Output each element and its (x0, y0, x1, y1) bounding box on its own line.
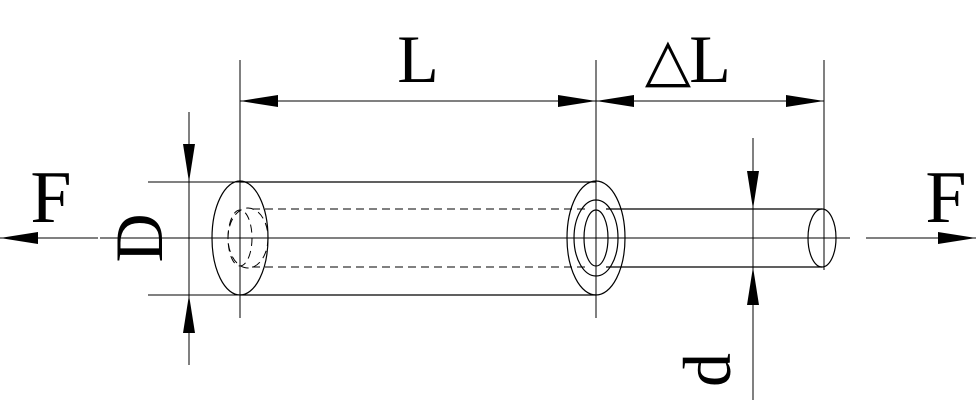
elongation-arrow-left (596, 95, 634, 107)
original-diameter-arrow-top (183, 144, 195, 182)
length-arrow-right (558, 95, 596, 107)
force-left-label: F (30, 157, 71, 239)
length-label: L (397, 21, 439, 97)
force-right-label: F (925, 157, 966, 239)
reduced-diameter-dimension: d (669, 138, 759, 400)
force-left-arrow (0, 232, 38, 244)
reduced-diameter-arrow-bottom (747, 267, 759, 305)
original-diameter-label: D (101, 213, 177, 262)
necked-bar (606, 208, 837, 268)
force-left: F (0, 157, 98, 244)
original-bar (211, 180, 626, 296)
elongation-arrow-right (786, 95, 824, 107)
force-right: F (866, 157, 976, 244)
original-diameter-arrow-bottom (183, 295, 195, 333)
length-arrow-left (240, 95, 278, 107)
elongation-dimension: △ L (596, 21, 824, 107)
elongation-symbol: △ (645, 27, 691, 93)
reduced-diameter-arrow-top (747, 171, 759, 209)
length-dimension: L (240, 21, 596, 107)
reduced-diameter-label: d (669, 353, 745, 387)
necked-bar-end (807, 208, 837, 268)
original-diameter-dimension: D (101, 112, 195, 365)
force-right-arrow (938, 232, 976, 244)
elongation-letter: L (689, 21, 731, 97)
